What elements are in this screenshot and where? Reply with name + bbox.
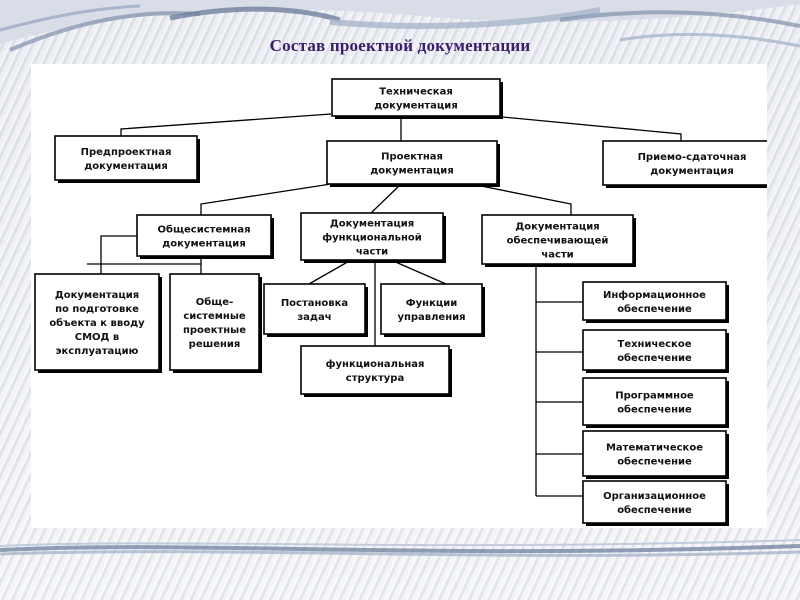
node-math-support: Математическое обеспечение — [582, 430, 729, 479]
node-functional-part-documentation: Документация функциональной части — [300, 212, 446, 263]
node-label-line: части — [541, 250, 573, 261]
node-preproject-documentation: Предпроектная документация — [54, 135, 200, 183]
node-label-line: документация — [162, 239, 246, 250]
node-label-line: документация — [650, 166, 734, 177]
node-label-line: Приемо-сдаточная — [638, 152, 747, 163]
node-control-functions: Функции управления — [380, 283, 485, 337]
connector-functional-to-functions — [390, 259, 447, 285]
node-label-line: обеспечивающей — [507, 235, 609, 247]
node-box — [263, 283, 366, 335]
node-label-line: обеспечение — [617, 352, 692, 364]
node-box — [582, 430, 727, 477]
connector-systemwide-to-commissioning — [100, 235, 137, 274]
connector-project-to-functional — [370, 183, 402, 214]
node-label-line: Документация — [330, 219, 414, 230]
node-technical-support: Техническое обеспечение — [582, 329, 729, 373]
connector-project-to-support — [470, 183, 572, 215]
node-label-line: Функции — [406, 298, 458, 309]
connector-tech-to-preproject — [120, 113, 332, 136]
node-label-line: Информационное — [603, 289, 706, 301]
node-box — [582, 377, 727, 426]
node-label-line: проектные — [183, 325, 246, 336]
node-box — [169, 273, 260, 371]
node-label-line: структура — [346, 373, 404, 384]
node-label-line: Проектная — [381, 152, 443, 163]
node-software-support: Программное обеспечение — [582, 377, 729, 428]
node-label-line: Обще- — [196, 296, 233, 308]
node-label-line: Документация — [55, 290, 139, 301]
node-technical-documentation: Техническая документация — [331, 78, 503, 119]
node-label-line: Техническое — [618, 339, 692, 350]
node-box — [54, 135, 198, 181]
node-box — [481, 214, 634, 265]
node-label-line: по подготовке — [55, 304, 139, 315]
node-label-line: Организационное — [603, 491, 706, 502]
connector-tech-to-acceptance — [470, 113, 682, 141]
node-box — [300, 345, 450, 395]
node-label-line: Программное — [615, 391, 694, 402]
node-label-line: обеспечение — [617, 456, 692, 468]
node-information-support: Информационное обеспечение — [582, 281, 729, 323]
node-box — [136, 214, 272, 257]
connector-functional-to-tasks — [308, 259, 352, 285]
connector-project-to-systemwide — [200, 183, 332, 215]
node-box — [582, 281, 727, 321]
node-project-documentation: Проектная документация — [326, 140, 500, 187]
node-label-line: задач — [297, 312, 331, 323]
node-organizational-support: Организационное обеспечение — [582, 480, 729, 526]
node-systemwide-documentation: Общесистемная документация — [136, 214, 274, 259]
node-label-line: Техническая — [379, 87, 453, 98]
node-label-line: функциональная — [326, 358, 425, 370]
node-label-line: объекта к вводу — [49, 317, 145, 329]
node-box — [331, 78, 501, 117]
node-box — [602, 140, 767, 186]
node-label-line: обеспечение — [617, 504, 692, 516]
node-label-line: Постановка — [281, 298, 348, 309]
node-label-line: СМОД в — [75, 332, 120, 343]
top-decorative-swoosh — [0, 0, 800, 52]
node-acceptance-documentation: Приемо-сдаточная документация — [602, 140, 767, 188]
node-label-line: документация — [84, 161, 168, 172]
node-label-line: решения — [189, 339, 241, 350]
node-label-line: Общесистемная — [157, 224, 250, 236]
node-label-line: документация — [370, 166, 454, 177]
node-box — [34, 273, 160, 371]
node-box — [582, 329, 727, 371]
connectors — [87, 113, 682, 497]
node-label-line: системные — [183, 311, 246, 322]
node-label-line: Математическое — [606, 443, 703, 454]
node-box — [582, 480, 727, 524]
node-system-solutions: Обще-системные проектные решения — [169, 273, 262, 373]
node-label-line: документация — [374, 101, 458, 112]
node-label-line: эксплуатацию — [56, 346, 139, 357]
node-label-line: части — [356, 247, 388, 258]
slide-title: Состав проектной документации — [269, 36, 531, 55]
documentation-structure-diagram: Техническая документация Предпроектная док… — [34, 78, 767, 526]
node-label-line: обеспечение — [617, 404, 692, 416]
node-label-line: обеспечение — [617, 303, 692, 315]
node-label-line: управления — [397, 312, 465, 323]
node-label-line: Предпроектная — [81, 147, 172, 158]
node-box — [326, 140, 498, 185]
node-functional-structure: функциональная структура — [300, 345, 452, 397]
node-box — [380, 283, 483, 335]
node-support-part-documentation: Документация обеспечивающей части — [481, 214, 636, 267]
node-label-line: Документация — [515, 222, 599, 233]
node-box — [300, 212, 444, 261]
node-task-setting: Постановка задач — [263, 283, 368, 337]
node-label-line: функциональной — [322, 232, 422, 244]
bottom-decorative-swoosh — [0, 539, 800, 557]
node-commissioning-documentation: Документация по подготовке объекта к вводу… — [34, 273, 162, 373]
